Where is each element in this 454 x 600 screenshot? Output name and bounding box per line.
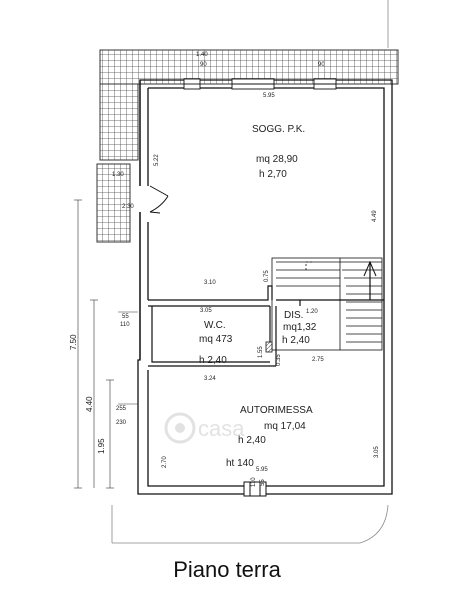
dis-area: mq1,32 — [283, 322, 317, 333]
tiled-terrace — [96, 49, 399, 243]
dim-bottom-a: 110 — [251, 477, 257, 487]
watermark-text: casa — [198, 416, 245, 441]
dim-right-height: 4.49 — [372, 210, 378, 222]
plan-caption: Piano terra — [173, 557, 281, 582]
living-door — [138, 185, 169, 214]
dim-stair-width: 2.75 — [312, 357, 324, 363]
dim-wc-top: 3.05 — [200, 308, 212, 314]
garage-door — [243, 481, 267, 497]
left-dimension-lines — [74, 199, 138, 489]
dim-garage-right: 3.05 — [374, 446, 380, 458]
dim-low-height: 1.95 — [97, 438, 106, 454]
dim-top-width: 5.95 — [263, 93, 275, 99]
dim-wc-side: 1.55 — [258, 346, 264, 358]
dim-wc-side-b: 0.35 — [276, 354, 282, 366]
dim-left-b: 2.30 — [122, 204, 134, 210]
dim-top-b: 90 — [200, 62, 207, 68]
dim-garage-left: 2.70 — [162, 456, 168, 468]
staircase — [271, 257, 383, 351]
soggiorno-area: mq 28,90 — [256, 154, 298, 165]
windows — [183, 78, 337, 90]
dim-garage-bottom: 5.95 — [256, 467, 268, 473]
exterior-walls — [137, 79, 393, 495]
dim-left-a: 1.30 — [112, 172, 124, 178]
dim-top-a: 1.40 — [196, 52, 208, 58]
dim-wc-left-b: 110 — [120, 322, 130, 328]
dim-dis-a: 1.20 — [306, 309, 318, 315]
dim-bottom-b: 55 — [260, 479, 266, 486]
dim-mid-height: 4.40 — [85, 396, 94, 412]
dim-garage-left-b: 230 — [116, 420, 127, 426]
wc-pillar — [265, 341, 273, 353]
autorimessa-name: AUTORIMESSA — [240, 405, 313, 416]
autorimessa-height: h 2,40 — [238, 435, 266, 446]
dim-wc-bottom: 3.24 — [204, 376, 216, 382]
dim-garage-left-a: 255 — [116, 406, 127, 412]
autorimessa-area: mq 17,04 — [264, 421, 306, 432]
dim-living-stair: 0.75 — [264, 270, 270, 282]
dim-total-height: 7.50 — [69, 334, 78, 350]
watermark-logo: casa — [164, 412, 245, 444]
soggiorno-name: SOGG. P.K. — [252, 124, 305, 135]
wc-area: mq 473 — [199, 334, 233, 345]
dim-living-bottom: 3.10 — [204, 280, 216, 286]
dis-name: DIS. — [284, 310, 303, 321]
property-lines — [111, 0, 389, 544]
dis-height: h 2,40 — [282, 335, 310, 346]
wc-height: h 2,40 — [199, 355, 227, 366]
dim-left-height: 5.22 — [154, 154, 160, 166]
autorimessa-door-height: ht 140 — [226, 458, 254, 469]
wc-name: W.C. — [204, 320, 226, 331]
dim-top-c: 90 — [318, 62, 325, 68]
soggiorno-height: h 2,70 — [259, 169, 287, 180]
interior-walls — [148, 285, 384, 367]
dim-wc-left-a: 55 — [122, 314, 129, 320]
